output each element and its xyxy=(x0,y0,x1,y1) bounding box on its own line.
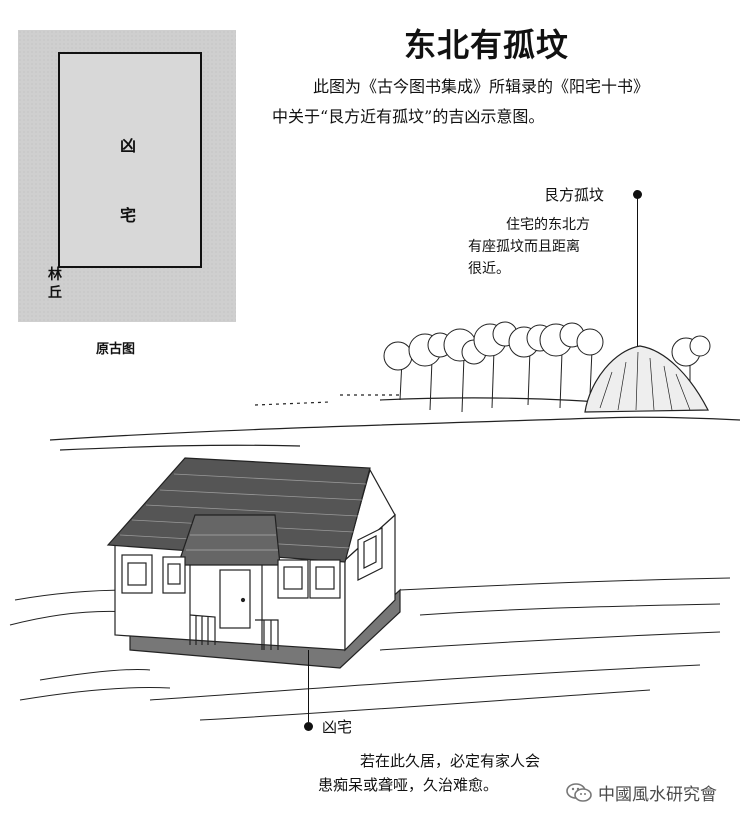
tree xyxy=(473,321,518,409)
intro-line-2: 中关于“艮方近有孤坟”的吉凶示意图。 xyxy=(272,107,545,126)
watermark: 中國風水研究會 xyxy=(566,780,717,805)
grave-desc-line-3: 很近。 xyxy=(468,261,510,277)
grave-label: 艮方孤坟 xyxy=(544,186,605,204)
house-marker-dot xyxy=(304,722,313,731)
grave-pointer-line xyxy=(637,198,638,348)
original-figure-caption: 原古图 xyxy=(96,342,136,357)
grave-desc-line-1: 住宅的东北方 xyxy=(506,217,590,233)
corner-char-2: 丘 xyxy=(48,285,62,301)
house-desc-line-1: 若在此久居，必定有家人会 xyxy=(360,752,541,770)
house xyxy=(106,457,401,669)
original-figure-scan: 凶 宅 林 丘 xyxy=(18,30,236,322)
house-pointer-line xyxy=(308,650,309,722)
grave-marker-dot xyxy=(633,190,642,199)
page-title: 东北有孤坟 xyxy=(404,26,570,64)
tree xyxy=(383,341,413,401)
grave-mound xyxy=(584,345,709,413)
tree xyxy=(671,335,711,408)
corner-char-1: 林 xyxy=(48,267,62,283)
grave-desc-line-2: 有座孤坟而且距离 xyxy=(468,239,580,255)
watermark-text: 中國風水研究會 xyxy=(598,785,717,805)
house-label: 凶宅 xyxy=(322,718,353,736)
orchard-trees xyxy=(383,321,711,413)
box-char-1: 凶 xyxy=(120,136,137,155)
original-figure-box: 凶 宅 xyxy=(58,52,202,268)
horizon-line xyxy=(49,416,741,441)
box-char-2: 宅 xyxy=(120,206,137,225)
intro-line-1: 此图为《古今图书集成》所辑录的《阳宅十书》 xyxy=(313,77,650,96)
tree xyxy=(576,328,604,396)
tree xyxy=(539,322,585,409)
wechat-icon xyxy=(566,782,592,803)
house-desc-line-2: 患痴呆或聋哑，久治难愈。 xyxy=(318,776,499,794)
